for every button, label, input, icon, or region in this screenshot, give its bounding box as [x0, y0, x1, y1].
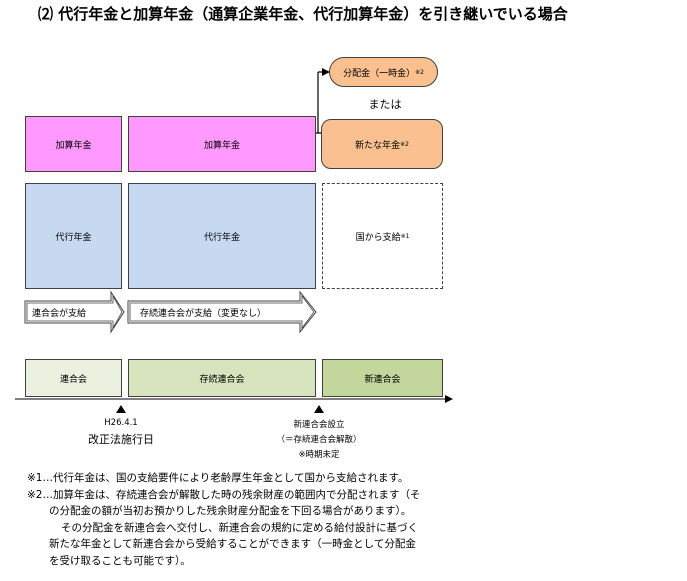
note-2-line5: を受け取ることも可能です）。: [49, 554, 191, 567]
period-box-sonzoku: 存続連合会: [128, 359, 316, 397]
footnotes: ※1…代行年金は、国の支給要件により老齢厚生年金として国から支給されます。 ※2…: [27, 470, 420, 569]
distribution-label: 分配金（一時金）: [343, 68, 416, 79]
state-payment-box: 国から支給※1: [322, 183, 443, 289]
distribution-lump-sum-box: 分配金（一時金）※2: [329, 57, 438, 87]
kasan-nenkin-label-1: 加算年金: [55, 140, 92, 151]
new-pension-box: 新たな年金※2: [321, 119, 443, 169]
milestone-2-line2: （＝存続連合会解散）: [276, 435, 362, 445]
milestone-1-date: H26.4.1: [104, 418, 138, 428]
block-arrow-2-label: 存続連合会が支給（変更なし）: [140, 309, 267, 319]
period-label-sonzoku: 存続連合会: [199, 374, 245, 385]
milestone-1-marker: [116, 405, 126, 413]
milestone-2-line3: ※時期未定: [298, 450, 340, 460]
note-2-line3: その分配金を新連合会へ交付し、新連合会の規約に定める給付設計に基づく: [61, 521, 418, 534]
note-1: ※1…代行年金は、国の支給要件により老齢厚生年金として国から支給されます。: [27, 472, 409, 484]
daiko-nenkin-box-2: 代行年金: [128, 183, 316, 289]
milestone-2-marker: [314, 405, 324, 413]
milestone-2-line1: 新連合会設立: [293, 420, 345, 430]
block-arrow-2-shape: [127, 290, 317, 334]
note-2-line2: の分配金の額が当初お預かりした残余財産分配金を下回る場合があります）。: [49, 505, 412, 517]
period-box-shin: 新連合会: [322, 359, 443, 397]
state-payment-label: 国から支給: [355, 232, 401, 243]
distribution-note-mark: ※2: [415, 68, 424, 76]
daiko-nenkin-box-1: 代行年金: [25, 183, 122, 289]
daiko-nenkin-label-1: 代行年金: [55, 232, 92, 243]
kasan-nenkin-label-2: 加算年金: [203, 140, 240, 151]
new-pension-label: 新たな年金: [355, 140, 401, 151]
kasan-nenkin-box-2: 加算年金: [128, 116, 316, 172]
period-label-rengokai: 連合会: [59, 374, 87, 385]
or-label: または: [368, 98, 402, 111]
state-payment-note-mark: ※1: [400, 232, 410, 240]
new-pension-note-mark: ※2: [400, 140, 409, 148]
milestone-1-label: 改正法施行日: [88, 433, 154, 446]
note-2-line4: 新たな年金として新連合会から受給することができます（一時金として分配金: [49, 538, 416, 550]
block-arrow-1-label: 連合会が支給: [32, 309, 87, 319]
kasan-nenkin-box-1: 加算年金: [25, 116, 122, 172]
diagram-title: ⑵ 代行年金と加算年金（通算企業年金、代行加算年金）を引き継いでいる場合: [38, 5, 568, 23]
block-arrow-1-shape: [24, 290, 125, 334]
period-label-shin: 新連合会: [364, 374, 401, 385]
period-box-rengokai: 連合会: [25, 359, 122, 397]
daiko-nenkin-label-2: 代行年金: [203, 232, 240, 243]
note-2-line1: ※2…加算年金は、存続連合会が解散した時の残余財産の範囲内で分配されます（そ: [27, 488, 421, 501]
